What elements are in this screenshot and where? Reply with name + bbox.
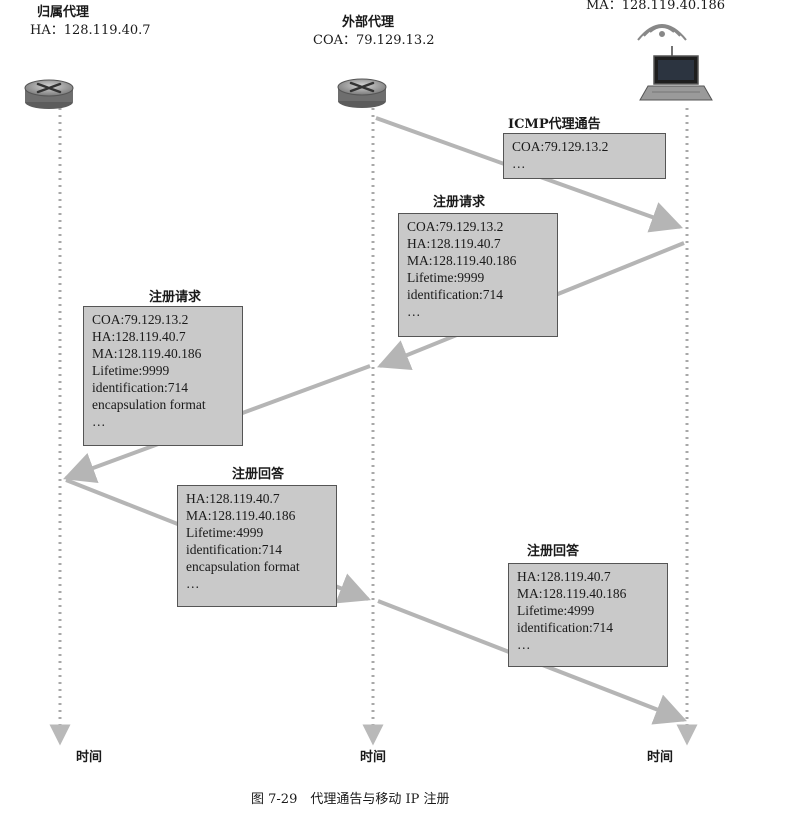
registration-reply-title: 注册回答 — [232, 467, 285, 482]
foreign-agent-address: COA：79.129.13.2 — [313, 33, 435, 48]
message-field: HA:128.119.40.7 — [407, 236, 501, 251]
message-field: identification:714 — [517, 620, 613, 635]
message-field: MA:128.119.40.186 — [92, 346, 202, 361]
registration-request-title: 注册请求 — [149, 290, 202, 305]
message-field: COA:79.129.13.2 — [92, 312, 189, 327]
home-agent-label: 归属代理 — [37, 5, 90, 20]
message-field: encapsulation format — [92, 397, 206, 412]
icmp-advertisement-title: ICMP代理通告 — [508, 117, 601, 132]
home-agent-address: HA：128.119.40.7 — [30, 23, 151, 38]
registration-request-title: 注册请求 — [433, 195, 486, 210]
figure-caption: 图 7-29 代理通告与移动 IP 注册 — [251, 792, 450, 807]
message-field: COA:79.129.13.2 — [512, 139, 609, 154]
registration-reply-forward-box: HA:128.119.40.7 MA:128.119.40.186 Lifeti… — [508, 563, 668, 667]
time-axis-label: 时间 — [360, 750, 387, 765]
message-field: identification:714 — [186, 542, 282, 557]
registration-reply-box: HA:128.119.40.7 MA:128.119.40.186 Lifeti… — [177, 485, 337, 607]
message-field: COA:79.129.13.2 — [407, 219, 504, 234]
message-field: MA:128.119.40.186 — [186, 508, 296, 523]
registration-reply-title: 注册回答 — [527, 544, 580, 559]
message-field: Lifetime:9999 — [407, 270, 485, 285]
icmp-advertisement-box: COA:79.129.13.2 … — [503, 133, 666, 179]
mobile-address: MA：128.119.40.186 — [586, 0, 726, 13]
laptop-icon — [639, 46, 713, 101]
foreign-agent-label: 外部代理 — [342, 15, 395, 30]
message-field: HA:128.119.40.7 — [186, 491, 280, 506]
message-field: HA:128.119.40.7 — [517, 569, 611, 584]
registration-request-box: COA:79.129.13.2 HA:128.119.40.7 MA:128.1… — [398, 213, 558, 337]
message-field: HA:128.119.40.7 — [92, 329, 186, 344]
message-field: Lifetime:9999 — [92, 363, 170, 378]
message-field: … — [512, 156, 526, 171]
time-axis-label: 时间 — [76, 750, 103, 765]
router-icon — [337, 78, 387, 108]
time-axis-label: 时间 — [647, 750, 674, 765]
message-field: identification:714 — [407, 287, 503, 302]
router-icon — [24, 79, 74, 109]
message-field: … — [407, 304, 421, 319]
message-field: … — [92, 414, 106, 429]
message-field: … — [186, 576, 200, 591]
wireless-signal-icon — [637, 24, 687, 41]
message-field: Lifetime:4999 — [186, 525, 264, 540]
registration-request-forward-box: COA:79.129.13.2 HA:128.119.40.7 MA:128.1… — [83, 306, 243, 446]
message-field: MA:128.119.40.186 — [517, 586, 627, 601]
message-field: encapsulation format — [186, 559, 300, 574]
message-field: … — [517, 637, 531, 652]
message-field: Lifetime:4999 — [517, 603, 595, 618]
message-field: identification:714 — [92, 380, 188, 395]
message-field: MA:128.119.40.186 — [407, 253, 517, 268]
